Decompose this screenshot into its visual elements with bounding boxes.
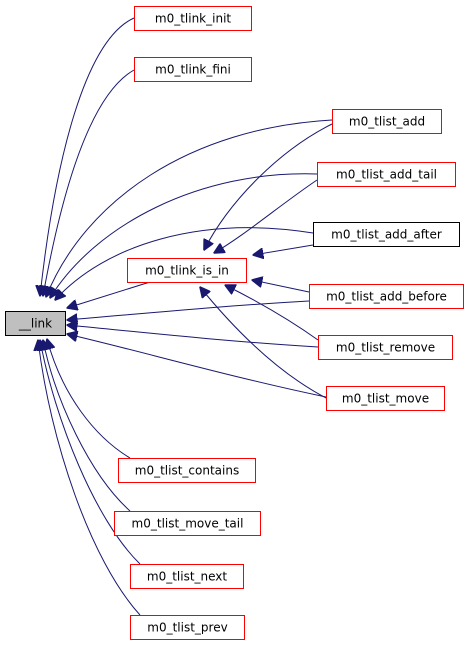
edge-tlink-is-in-to-link [67, 281, 151, 308]
edge-tlist-next-to-link [40, 340, 141, 565]
edge-tlist-remove-to-tlink-is-in [225, 285, 319, 341]
node-label: m0_tlink_fini [155, 63, 231, 77]
node-label: __link [18, 317, 52, 331]
node-label: m0_tlink_is_in [145, 264, 229, 278]
edge-tlink-fini-to-link [43, 69, 135, 296]
node-tlist-remove[interactable]: m0_tlist_remove [318, 335, 453, 360]
node-box [130, 615, 245, 640]
edge-tlink-init-to-link [40, 17, 135, 296]
node-box [118, 458, 256, 483]
node-tlink-is-in[interactable]: m0_tlink_is_in [127, 258, 247, 283]
node-box [114, 511, 261, 536]
node-tlist-add-tail[interactable]: m0_tlist_add_tail [317, 162, 456, 187]
node-box [127, 258, 247, 283]
node-tlist-contains[interactable]: m0_tlist_contains [118, 458, 256, 483]
node-tlist-add-before[interactable]: m0_tlist_add_before [309, 284, 464, 309]
node-box [134, 6, 252, 31]
edge-tlist-add-before-to-link [67, 300, 310, 320]
node-tlist-next[interactable]: m0_tlist_next [130, 564, 244, 589]
node-box [5, 311, 66, 336]
node-tlist-prev[interactable]: m0_tlist_prev [130, 615, 245, 640]
node-tlist-add[interactable]: m0_tlist_add [332, 109, 442, 134]
node-label: m0_tlist_move [342, 392, 429, 406]
edge-tlist-add-to-tlink-is-in [204, 123, 333, 250]
node-box [309, 284, 464, 309]
edge-tlist-move-to-link [67, 334, 327, 398]
node-label: m0_tlist_add_after [331, 228, 442, 242]
edge-tlist-add-after-to-link [55, 227, 314, 300]
node-tlink-init[interactable]: m0_tlink_init [134, 6, 252, 31]
node-label: m0_tlist_next [147, 570, 228, 584]
edges [38, 17, 333, 616]
edge-tlist-contains-to-link [47, 339, 131, 459]
edge-tlist-move-to-tlink-is-in [200, 287, 331, 401]
node-tlink-fini[interactable]: m0_tlink_fini [134, 57, 252, 82]
node-box [318, 335, 453, 360]
edge-tlist-prev-to-link [38, 340, 141, 616]
node-box [130, 564, 244, 589]
node-box [326, 386, 445, 411]
edge-tlist-move-tail-to-link [43, 340, 131, 512]
edge-tlist-add-tail-to-tlink-is-in [214, 179, 318, 253]
edge-tlist-add-after-to-tlink-is-in [253, 244, 314, 255]
nodes: __link m0_tlink_init m0_tlink_fini m0_tlist… [5, 6, 464, 640]
node-label: m0_tlist_add_tail [336, 168, 437, 182]
node-tlist-move-tail[interactable]: m0_tlist_move_tail [114, 511, 261, 536]
node-label: m0_tlist_remove [336, 341, 435, 355]
node-box [317, 162, 456, 187]
node-label: m0_tlist_add [349, 115, 425, 129]
node-label: m0_tlist_contains [135, 464, 239, 478]
node-box [313, 222, 460, 247]
edge-tlist-add-tail-to-link [50, 173, 318, 298]
node-tlist-move[interactable]: m0_tlist_move [326, 386, 445, 411]
node-tlist-add-after: m0_tlist_add_after [313, 222, 460, 247]
edge-tlist-remove-to-link [67, 325, 319, 348]
edge-tlist-add-to-link [46, 119, 333, 297]
node-box [332, 109, 442, 134]
node-label: m0_tlink_init [155, 12, 232, 26]
edge-tlist-add-before-to-tlink-is-in [252, 280, 310, 293]
node-link: __link [5, 311, 66, 336]
node-label: m0_tlist_prev [147, 621, 227, 635]
node-label: m0_tlist_move_tail [132, 517, 244, 531]
node-box [134, 57, 252, 82]
node-label: m0_tlist_add_before [326, 290, 447, 304]
